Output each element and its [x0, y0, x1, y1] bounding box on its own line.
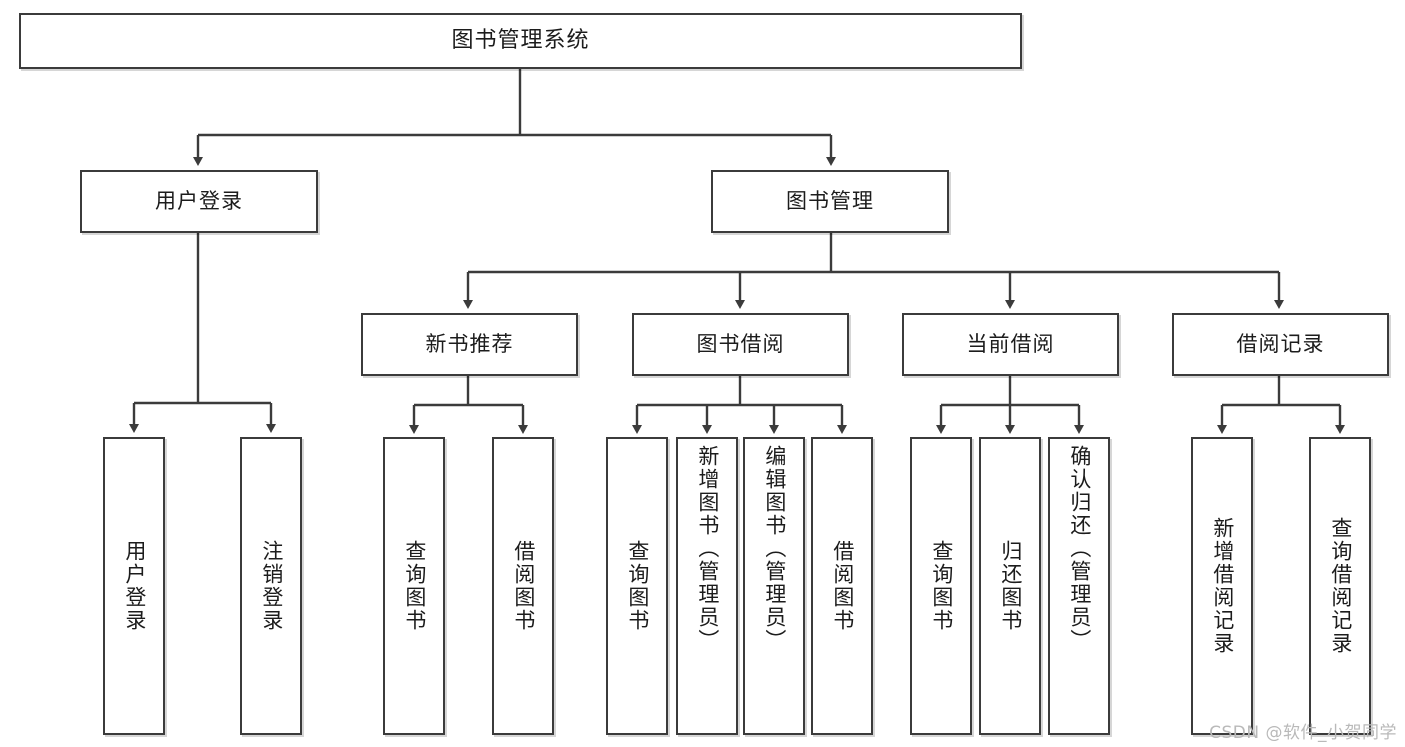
leaf-label: 归还图书: [998, 540, 1023, 632]
leaf-user-login-logout[interactable]: 注销登录: [240, 437, 302, 735]
leaf-new-book-query-book[interactable]: 查询图书: [383, 437, 445, 735]
node-label: 借阅记录: [1236, 331, 1325, 356]
leaf-label: 注销登录: [259, 540, 284, 632]
leaf-label: 查询借阅记录: [1328, 517, 1353, 655]
node-label: 图书管理: [786, 188, 874, 213]
leaf-book-borrow-query-book[interactable]: 查询图书: [606, 437, 668, 735]
leaf-borrow-record-query-record[interactable]: 查询借阅记录: [1309, 437, 1371, 735]
leaf-label: 新增借阅记录: [1210, 517, 1235, 655]
leaf-label: 编辑图书（管理员）: [762, 445, 787, 652]
watermark-text: CSDN @软件_小贺同学: [1209, 723, 1397, 743]
node-book-borrow[interactable]: 图书借阅: [632, 313, 849, 376]
node-user-login[interactable]: 用户登录: [80, 170, 318, 233]
leaf-current-borrow-query-book[interactable]: 查询图书: [910, 437, 972, 735]
leaf-label: 借阅图书: [511, 540, 536, 632]
leaf-book-borrow-edit-book-admin[interactable]: 编辑图书（管理员）: [743, 437, 805, 735]
leaf-label: 借阅图书: [830, 540, 855, 632]
leaf-user-login-login[interactable]: 用户登录: [103, 437, 165, 735]
leaf-current-borrow-return-book[interactable]: 归还图书: [979, 437, 1041, 735]
node-label: 图书借阅: [696, 331, 785, 356]
leaf-new-book-borrow-book[interactable]: 借阅图书: [492, 437, 554, 735]
leaf-book-borrow-add-book-admin[interactable]: 新增图书（管理员）: [676, 437, 738, 735]
leaf-label: 新增图书（管理员）: [695, 445, 720, 652]
leaf-current-borrow-confirm-return-admin[interactable]: 确认归还（管理员）: [1048, 437, 1110, 735]
leaf-label: 查询图书: [402, 540, 427, 632]
node-label: 用户登录: [155, 188, 243, 213]
node-label: 图书管理系统: [451, 27, 590, 53]
leaf-label: 用户登录: [122, 540, 147, 632]
node-new-book-recommend[interactable]: 新书推荐: [361, 313, 578, 376]
node-label: 当前借阅: [966, 331, 1055, 356]
leaf-borrow-record-add-record[interactable]: 新增借阅记录: [1191, 437, 1253, 735]
node-book-management[interactable]: 图书管理: [711, 170, 949, 233]
leaf-book-borrow-borrow-book[interactable]: 借阅图书: [811, 437, 873, 735]
node-label: 新书推荐: [425, 331, 514, 356]
node-borrow-record[interactable]: 借阅记录: [1172, 313, 1389, 376]
node-current-borrow[interactable]: 当前借阅: [902, 313, 1119, 376]
leaf-label: 查询图书: [929, 540, 954, 632]
node-root-system[interactable]: 图书管理系统: [19, 13, 1022, 69]
leaf-label: 确认归还（管理员）: [1067, 445, 1092, 652]
leaf-label: 查询图书: [625, 540, 650, 632]
